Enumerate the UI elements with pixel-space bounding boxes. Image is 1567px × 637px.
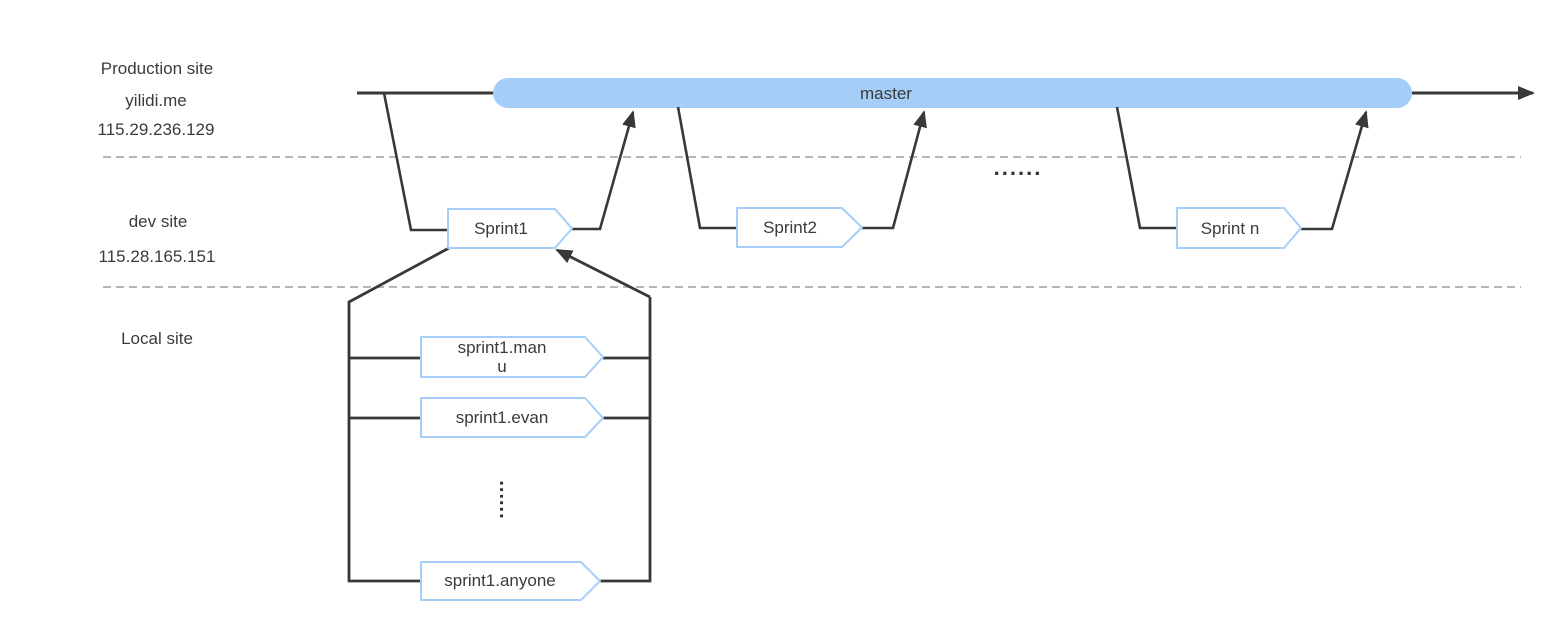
master-label: master xyxy=(860,84,912,103)
sprint1-anyone-shape xyxy=(420,561,601,601)
sprint1-manu-label-line2: u xyxy=(497,357,507,376)
local-branch-ellipsis: ...... xyxy=(495,480,517,520)
local-branch-left-rail xyxy=(347,246,450,583)
master-branch-bar xyxy=(493,78,1412,108)
sprint1-manu-label-line1: sprint1.man xyxy=(457,338,547,357)
merge-arrow-sprintn xyxy=(1301,110,1369,231)
local-site-label: Local site xyxy=(121,329,193,348)
production-ip-label: 115.29.236.129 xyxy=(97,120,215,139)
sprintn-shape xyxy=(1176,207,1302,249)
sprint-ellipsis: ...... xyxy=(993,155,1043,180)
sprint2-shape xyxy=(736,207,863,248)
sprintn-label: Sprint n xyxy=(1200,219,1260,238)
branch-line-sprint2 xyxy=(676,106,737,230)
sprint1-anyone-label: sprint1.anyone xyxy=(444,571,556,590)
sprint1-evan-shape xyxy=(420,397,604,438)
sprint1-evan-label: sprint1.evan xyxy=(455,408,549,427)
local-merge-right-rail xyxy=(599,297,652,583)
sprint1-shape xyxy=(447,208,573,249)
dev-ip-label: 115.28.165.151 xyxy=(98,247,216,266)
production-domain-label: yilidi.me xyxy=(125,91,187,110)
merge-arrow-sprint1 xyxy=(572,110,636,231)
merge-arrow-sprint2 xyxy=(862,110,927,230)
branch-line-sprint1 xyxy=(382,92,448,232)
local-merge-arrow-sprint1 xyxy=(555,248,651,299)
sprint1-label: Sprint1 xyxy=(474,219,528,238)
sprint2-label: Sprint2 xyxy=(763,218,817,237)
branch-line-sprintn xyxy=(1115,106,1177,230)
production-site-label: Production site xyxy=(100,59,214,78)
sprint1-manu-shape xyxy=(420,336,604,378)
dev-site-label: dev site xyxy=(128,212,188,231)
sprint1-manu-label: sprint1.man u xyxy=(458,338,547,376)
